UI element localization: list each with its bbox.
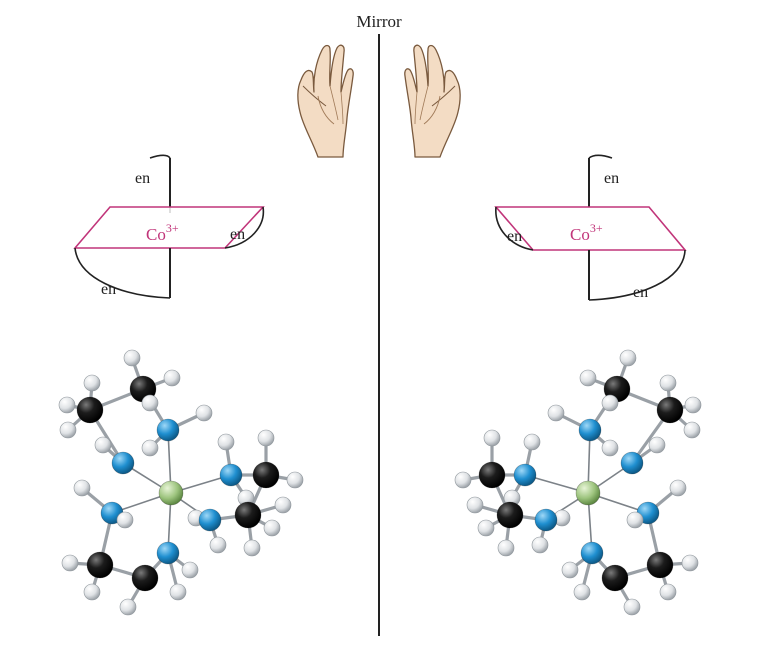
hydrogen-atom [169,583,187,601]
hydrogen-atom [623,598,641,616]
carbon-atom [656,396,684,424]
hydrogen-atom [59,421,77,439]
nitrogen-atom [513,463,537,487]
hydrogen-atom [601,439,619,457]
metal-ion-label: Co3+ [570,221,603,244]
nitrogen-atom [198,508,222,532]
hydrogen-atom [263,519,281,537]
right-hand-icon [404,44,461,158]
hydrogen-atom [573,583,591,601]
metal-charge: 3+ [590,221,603,235]
en-label: en [101,281,116,298]
nitrogen-atom [156,418,180,442]
metal-symbol: Co [146,225,166,244]
nitrogen-atom [534,508,558,532]
carbon-atom [646,551,674,579]
hydrogen-atom [243,539,261,557]
hydrogen-atom [116,511,134,529]
carbon-atom [86,551,114,579]
hydrogen-atom [257,429,275,447]
hydrogen-atom [466,496,484,514]
hydrogen-atom [209,536,227,554]
carbon-atom [601,564,629,592]
metal-charge: 3+ [166,221,179,235]
left-schematic: en en en Co3+ [73,154,265,299]
hydrogen-atom [195,404,213,422]
hydrogen-atom [579,369,597,387]
hydrogen-atom [58,396,76,414]
carbon-atom [131,564,159,592]
carbon-atom [76,396,104,424]
hydrogen-atom [286,471,304,489]
hydrogen-atom [477,519,495,537]
nitrogen-atom [578,418,602,442]
en-label: en [633,284,648,301]
nitrogen-atom [620,451,644,475]
hydrogen-atom [648,436,666,454]
hydrogen-atom [141,394,159,412]
metal-ion-label: Co3+ [146,221,179,244]
hydrogen-atom [119,598,137,616]
metal-symbol: Co [570,225,590,244]
hydrogen-atom [601,394,619,412]
nitrogen-atom [111,451,135,475]
molecule-model-right [454,349,702,616]
carbon-atom [496,501,524,529]
hydrogen-atom [626,511,644,529]
hydrogen-atom [73,479,91,497]
hydrogen-atom [659,374,677,392]
hydrogen-atom [274,496,292,514]
hydrogen-atom [681,554,699,572]
hydrogen-atom [669,479,687,497]
hydrogen-atom [659,583,677,601]
cobalt-atom [158,480,184,506]
left-hand-icon [297,44,354,158]
en-bracket-right-left [224,206,265,249]
en-bracket-left-right [495,206,534,251]
nitrogen-atom [580,541,604,565]
nitrogen-atom [156,541,180,565]
hydrogen-atom [217,433,235,451]
hydrogen-atom [454,471,472,489]
hydrogen-atom [619,349,637,367]
hydrogen-atom [123,349,141,367]
hydrogen-atom [163,369,181,387]
hydrogen-atom [561,561,579,579]
hydrogen-atom [83,374,101,392]
en-bracket-bottom-left [74,247,171,299]
en-label: en [230,226,245,243]
en-label: en [604,170,619,187]
en-label: en [135,170,150,187]
hydrogen-atom [61,554,79,572]
mirror-label: Mirror [356,12,402,31]
hydrogen-atom [497,539,515,557]
nitrogen-atom [219,463,243,487]
hydrogen-atom [483,429,501,447]
hydrogen-atom [523,433,541,451]
en-label: en [507,228,522,245]
hydrogen-atom [683,421,701,439]
cobalt-atom [575,480,601,506]
en-bracket-top-right [588,154,613,159]
carbon-atom [252,461,280,489]
right-schematic: en en en Co3+ [494,154,687,301]
carbon-atom [478,461,506,489]
hydrogen-atom [684,396,702,414]
hydrogen-atom [531,536,549,554]
hydrogen-atom [94,436,112,454]
en-bracket-top-left [149,154,171,159]
molecule-model-left [58,349,304,616]
hydrogen-atom [83,583,101,601]
en-bracket-bottom-right [588,249,686,301]
hydrogen-atom [547,404,565,422]
hydrogen-atom [181,561,199,579]
carbon-atom [234,501,262,529]
hydrogen-atom [141,439,159,457]
